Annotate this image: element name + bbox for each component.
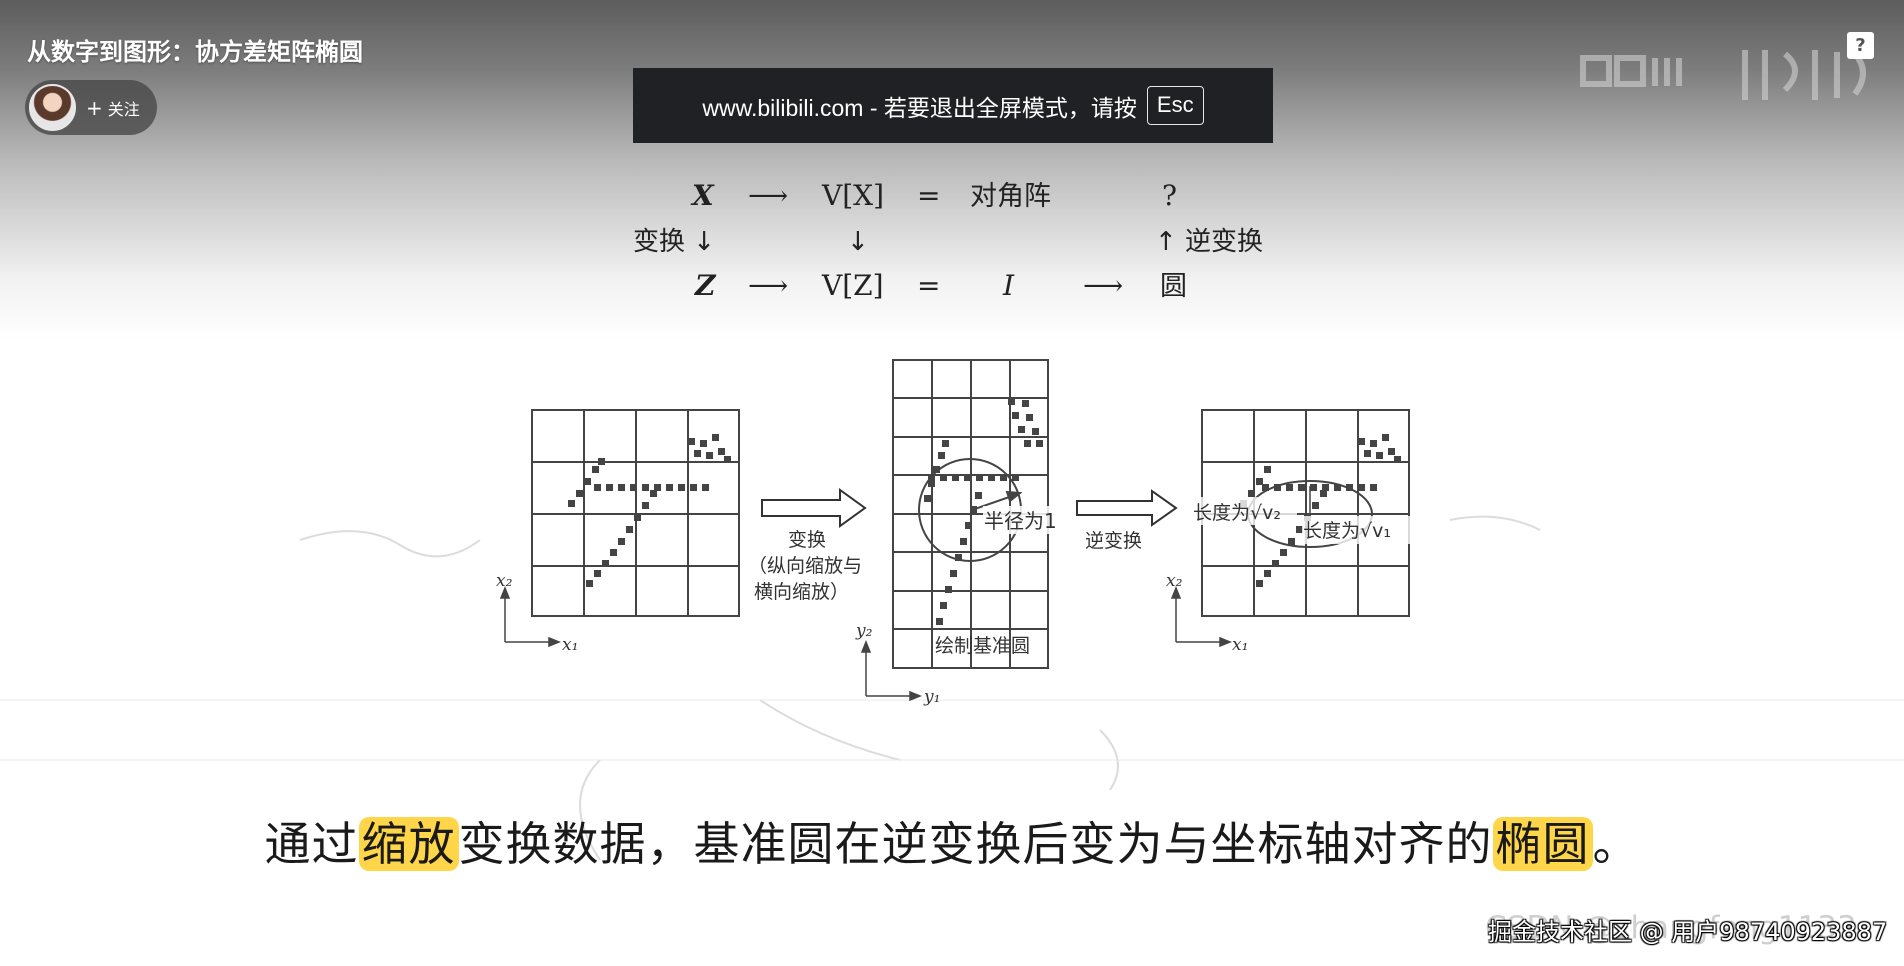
plus-icon: +: [86, 95, 103, 120]
formula-row1-var: V[X]: [821, 179, 884, 212]
avatar[interactable]: [29, 84, 76, 131]
arrow1-label-3: 横向缩放）: [754, 581, 849, 603]
formula-row3-arrow2: ⟶: [1083, 269, 1123, 302]
formula-row1-eq: =: [917, 179, 940, 212]
formula-row2-mid: ↓: [847, 227, 869, 257]
formula-row3-arrow1: ⟶: [748, 269, 788, 302]
formula-row1-right: ?: [1162, 179, 1177, 212]
help-icon[interactable]: ?: [1847, 32, 1874, 59]
fullscreen-notice: www.bilibili.com - 若要退出全屏模式，请按 Esc: [633, 68, 1273, 143]
video-subtitle: 通过缩放变换数据，基准圆在逆变换后变为与坐标轴对齐的椭圆。: [0, 808, 1904, 874]
subtitle-part1: 通过: [264, 817, 359, 871]
formula-row2-left: 变换 ↓: [633, 227, 715, 257]
subtitle-highlight-ellipse: 椭圆: [1492, 817, 1593, 871]
video-title: 从数字到图形：协方差矩阵椭圆: [27, 38, 363, 66]
formula-row3-left: Z: [694, 269, 717, 302]
subtitle-part3: 。: [1592, 817, 1640, 871]
panel-original-data: x₂ x₁: [496, 409, 740, 655]
panel1-axis-y: x₂: [496, 571, 513, 591]
formula-row1-value: 对角阵: [970, 181, 1051, 212]
subtitle-part2: 变换数据，基准圆在逆变换后变为与坐标轴对齐的: [458, 817, 1493, 871]
formula-row3-var: V[Z]: [821, 269, 884, 302]
panel2-radius-label: 半径为1: [984, 509, 1057, 533]
follow-label: 关注: [107, 99, 140, 119]
arrow2-label: 逆变换: [1085, 530, 1142, 552]
panel1-axis-x: x₁: [562, 635, 578, 655]
formula-row3-eq: =: [917, 269, 940, 302]
panel3-axis-x: x₁: [1232, 635, 1248, 655]
arrow1-label-1: 变换: [788, 529, 826, 551]
formula-row2-right: ↑ 逆变换: [1155, 227, 1263, 257]
channel-logo-watermark: [1580, 50, 1866, 100]
formula-row1-arrow: ⟶: [748, 179, 788, 212]
transform-arrow: 变换 （纵向缩放与 横向缩放）: [748, 488, 867, 603]
formula-row3-value: I: [1002, 269, 1015, 302]
panel2-circle-label: 绘制基准圆: [935, 635, 1030, 657]
follow-button[interactable]: + 关注: [25, 80, 157, 135]
panel3-len-label-1: 长度为√v₂: [1193, 502, 1281, 524]
panel2-axis-y: y₂: [855, 621, 873, 641]
subtitle-highlight-scale: 缩放: [358, 817, 459, 871]
panel3-len-label-2: 长度为√v₁: [1303, 520, 1391, 542]
fullscreen-notice-text: www.bilibili.com - 若要退出全屏模式，请按: [702, 94, 1137, 121]
formula-row1-left: X: [690, 179, 715, 212]
watermark-faint: CSDN @zhangfeng1133: [1485, 910, 1857, 946]
formula-row3-right: 圆: [1160, 271, 1187, 302]
watermark-main: 掘金技术社区 @ 用户98740923887: [1488, 918, 1888, 946]
panel3-axis-y: x₂: [1166, 571, 1183, 591]
inverse-transform-arrow: 逆变换: [1076, 489, 1178, 552]
panel2-axis-x: y₁: [923, 687, 940, 707]
panel-transformed-data: 半径为1 绘制基准圆 y₂ y₁: [855, 359, 1067, 707]
esc-key-badge: Esc: [1146, 86, 1204, 125]
arrow1-label-2: （纵向缩放与: [748, 555, 862, 577]
panel-ellipse-result: 长度为√v₂ 长度为√v₁ x₂ x₁: [1166, 409, 1412, 655]
